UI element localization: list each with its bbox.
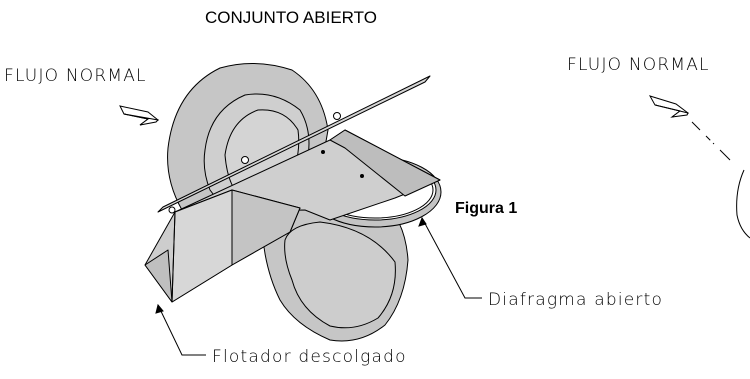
flow-label-left: FLUJO NORMAL [4, 66, 147, 86]
float-bracket [144, 75, 441, 303]
lower-disc [261, 194, 409, 342]
float-leader [157, 304, 206, 356]
flow-label-right: FLUJO NORMAL [567, 55, 710, 75]
diagram-title: CONJUNTO ABIERTO [205, 8, 377, 27]
right-partial-view [691, 121, 750, 239]
diaphragm-leader [421, 217, 482, 299]
flow-arrow-left-icon [119, 105, 160, 126]
leader-lines [155, 216, 482, 356]
float-arrowhead-icon [155, 303, 164, 314]
diaphragm-arrowhead-icon [418, 216, 427, 227]
figure-label: Figura 1 [455, 200, 518, 217]
flow-arrow-right-icon [648, 95, 690, 118]
diaphragm-label: Diafragma abierto [488, 290, 664, 310]
float-label: Flotador descolgado [212, 347, 407, 367]
